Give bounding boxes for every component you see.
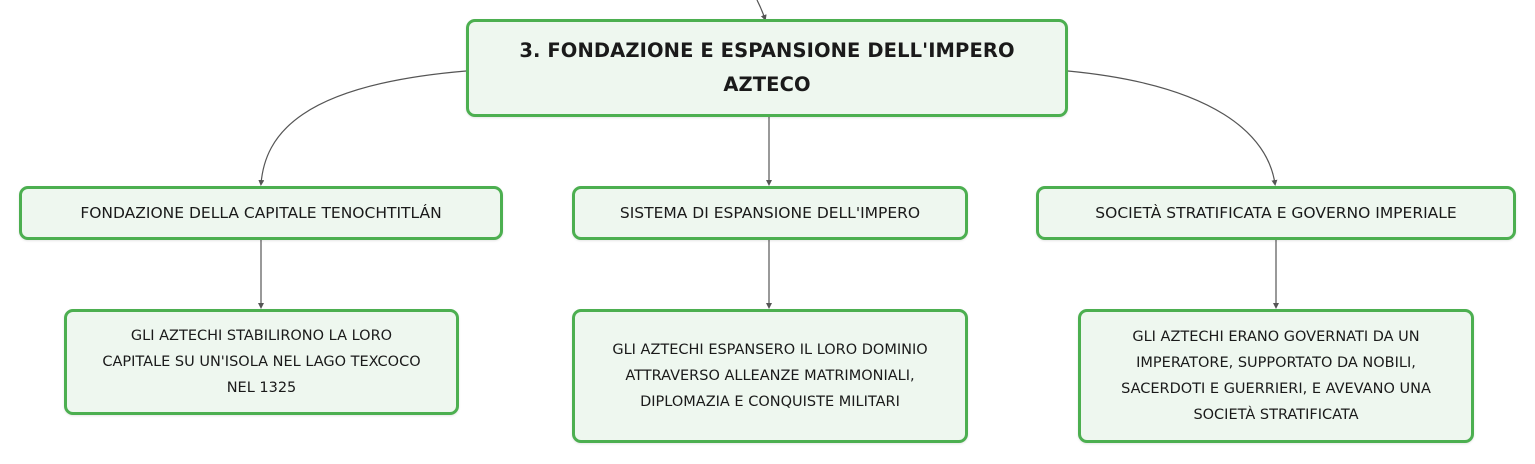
detail-node-society[interactable]: GLI AZTECHI ERANO GOVERNATI DA UN IMPERA… (1078, 309, 1474, 443)
root-topic-text: 3. FONDAZIONE E ESPANSIONE DELL'IMPERO A… (519, 39, 1015, 96)
connector-root-branch-1 (258, 70, 467, 186)
branch-node-expansion[interactable]: SISTEMA DI ESPANSIONE DELL'IMPERO (572, 186, 968, 240)
branch-node-foundation[interactable]: FONDAZIONE DELLA CAPITALE TENOCHTITLÁN (19, 186, 503, 240)
detail-text: GLI AZTECHI ERANO GOVERNATI DA UN IMPERA… (1121, 329, 1431, 423)
branch-label: SOCIETÀ STRATIFICATA E GOVERNO IMPERIALE (1095, 204, 1457, 222)
branch-label: FONDAZIONE DELLA CAPITALE TENOCHTITLÁN (80, 204, 442, 222)
branch-node-society[interactable]: SOCIETÀ STRATIFICATA E GOVERNO IMPERIALE (1036, 186, 1516, 240)
incoming-connector (756, 0, 767, 21)
branch-label: SISTEMA DI ESPANSIONE DELL'IMPERO (619, 204, 921, 222)
connector-root-branch-3 (1067, 70, 1278, 186)
root-topic-node[interactable]: 3. FONDAZIONE E ESPANSIONE DELL'IMPERO A… (466, 19, 1068, 117)
detail-node-foundation[interactable]: GLI AZTECHI STABILIRONO LA LORO CAPITALE… (64, 309, 459, 415)
detail-node-expansion[interactable]: GLI AZTECHI ESPANSERO IL LORO DOMINIO AT… (572, 309, 968, 443)
detail-text: GLI AZTECHI ESPANSERO IL LORO DOMINIO AT… (612, 342, 928, 410)
detail-text: GLI AZTECHI STABILIRONO LA LORO CAPITALE… (102, 328, 421, 396)
